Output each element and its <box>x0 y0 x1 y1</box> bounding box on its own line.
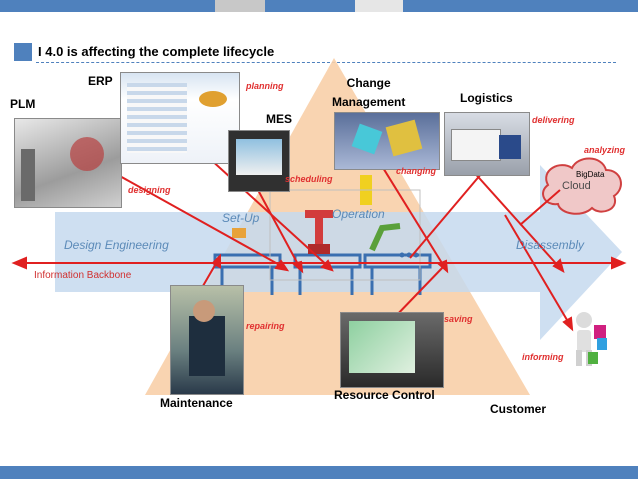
phase-disassembly: Disassembly <box>516 238 585 252</box>
verb-changing: changing <box>396 166 436 176</box>
phase-setup: Set-Up <box>222 211 260 225</box>
cell-outline <box>269 189 421 281</box>
photo-maintenance <box>170 285 244 395</box>
label-information-backbone: Information Backbone <box>34 270 132 281</box>
verb-delivering: delivering <box>532 115 575 125</box>
lifecycle-arrow <box>55 165 622 340</box>
label-change-management: Change Management <box>332 76 406 109</box>
top-bar-segment <box>265 0 355 12</box>
photo-plm <box>14 118 122 208</box>
verb-analyzing: analyzing <box>584 145 626 155</box>
robot-icon <box>305 210 333 254</box>
bottom-bar <box>0 466 638 479</box>
photo-truck <box>444 112 530 176</box>
label-customer: Customer <box>490 402 547 416</box>
verb-saving: saving <box>444 314 473 324</box>
top-bar-segment <box>0 0 215 12</box>
label-bigdata: BigData <box>576 170 605 179</box>
factory-machines <box>213 253 432 295</box>
photo-mes-tablet <box>228 130 290 192</box>
label-logistics: Logistics <box>460 91 513 105</box>
photo-cad <box>334 112 440 170</box>
top-bar-segment <box>355 0 403 12</box>
top-bar-segment <box>215 0 265 12</box>
label-maintenance: Maintenance <box>160 396 233 410</box>
verb-designing: designing <box>128 185 171 195</box>
phase-design-engineering: Design Engineering <box>64 238 169 252</box>
label-plm: PLM <box>10 97 36 111</box>
top-bar-segment <box>403 0 638 12</box>
robot-arm-green <box>369 223 401 252</box>
cloud-icon <box>542 157 622 215</box>
verb-informing: informing <box>522 352 564 362</box>
page-title: I 4.0 is affecting the complete lifecycl… <box>38 44 275 59</box>
label-erp: ERP <box>88 74 113 88</box>
verb-repairing: repairing <box>246 321 285 331</box>
photo-erp <box>120 72 240 164</box>
setup-part <box>232 228 246 238</box>
title-divider <box>36 62 616 63</box>
verb-planning: planning <box>246 81 284 91</box>
verb-scheduling: scheduling <box>285 174 333 184</box>
customer-icon <box>576 312 607 366</box>
photo-tablet-hand <box>340 312 444 388</box>
title-marker <box>14 43 32 61</box>
label-mes: MES <box>266 112 293 126</box>
label-resource-control: Resource Control <box>334 388 435 402</box>
phase-operation: Operation <box>332 207 385 221</box>
label-cloud: Cloud <box>562 180 591 192</box>
